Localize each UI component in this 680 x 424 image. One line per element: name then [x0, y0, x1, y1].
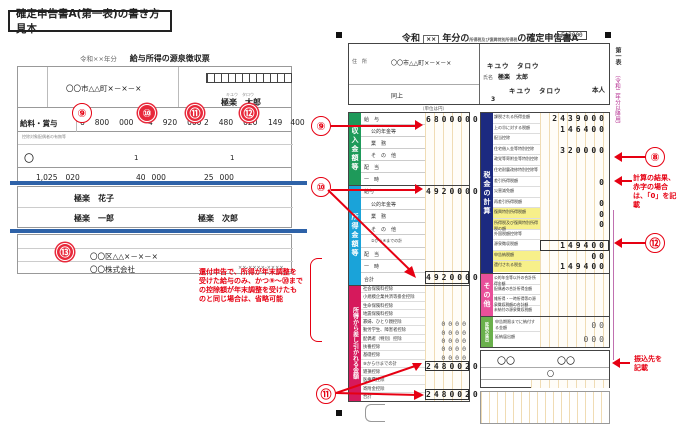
marker-9-slip: ⑨	[72, 103, 92, 123]
earnings-salary-value: 4920000	[426, 187, 481, 196]
marker-8: ⑧	[645, 147, 665, 167]
refund-bank-box[interactable]: 〇〇 〇〇 〇	[480, 350, 610, 388]
omit-bracket	[310, 258, 322, 342]
corner-mark	[605, 32, 611, 38]
page-title: 確定申告書A(第一表)の書き方見本	[8, 8, 172, 35]
arrow-11	[335, 363, 424, 400]
account-type-mark: 〇	[547, 370, 554, 378]
slip-family-block: 極楽 花子 極楽 一郎 極楽 次郎	[17, 186, 293, 228]
extension-rows: 申告期限までに納付する金額 延納届出額	[493, 317, 540, 347]
marker-10-slip: ⑩	[138, 104, 156, 122]
slip-dependents-row: 控除対象配偶者の有無等 〇 1 1	[17, 132, 293, 168]
income-salary-value: 6800000	[426, 115, 481, 124]
arrow-refund	[618, 362, 630, 364]
slip-heading: 令和××年分 給与所得の源泉徴収票	[80, 54, 210, 63]
income-section-label: 収入金額等	[349, 113, 361, 185]
note-deficit: 計算の結果、赤字の場合は、「0」を記載	[633, 174, 677, 209]
arrow-8	[620, 156, 646, 158]
slip-divider-band-2	[10, 229, 307, 233]
slip-id-boxes	[206, 73, 292, 83]
corner-mark	[336, 32, 342, 38]
slip-name: 極楽 太郎	[221, 98, 261, 107]
dependent2-name: 極楽 次郎	[198, 214, 238, 223]
form-code: FA2000	[557, 31, 587, 40]
form-title: 令和 ×× 年分の所得税及び復興特別所得税の確定申告書A	[402, 34, 579, 44]
taxable-income-value: 2439000	[552, 114, 607, 123]
payer-phone: ××-××××-××××	[238, 265, 284, 271]
earnings-total-value: 4920000	[426, 273, 481, 282]
arrow-10-b	[327, 189, 416, 278]
net-tax-value: 0	[599, 178, 607, 187]
slip-address-block: 〇〇市△△町×－×－× キユウ タロウ 極楽 太郎	[17, 66, 292, 108]
marker-12-slip: ⑫	[240, 104, 258, 122]
refund-amount-value: 149400	[560, 262, 607, 271]
earnings-rows: 給与 公的年金等 業 務 そ の 他 ②から④までの計 配 当 一 時 合計	[361, 185, 425, 285]
deduction-total-value: 2480020	[426, 390, 481, 399]
return-name: 氏名 極楽 太郎	[483, 74, 529, 81]
arrow-9	[331, 125, 419, 127]
arrow-deficit	[620, 180, 632, 182]
side-label-2: （令和二年分以降用）	[614, 72, 620, 127]
marker-10: ⑩	[311, 177, 331, 197]
income-rows: 給 与 公的年金等 業 務 そ の 他 配 当 一 時	[361, 113, 425, 185]
marker-9: ⑨	[311, 116, 331, 136]
other-section-label: その他	[481, 274, 493, 316]
side-label-1: 第一表	[614, 47, 621, 65]
slip-divider-band-1	[10, 181, 307, 185]
withholding-tax-value: 149400	[560, 241, 607, 250]
marker-13-slip: ⑬	[56, 243, 74, 261]
taxpayer-info-box: 住 所 〇〇市△△町×－×－× 同上 キユウ タロウ 氏名 極楽 太郎 キユウ …	[348, 43, 610, 105]
spouse-name: 極楽 花子	[74, 194, 114, 203]
housing-loan-credit-value: 320000	[560, 146, 607, 155]
tax-amount-value: 146400	[560, 125, 607, 134]
same-as-above: 同上	[391, 93, 404, 100]
payer-address: 〇〇区△△×－×－×	[90, 252, 158, 261]
tax-section-label: 税金の計算	[481, 113, 493, 273]
arrow-12	[620, 242, 646, 244]
office-use-box	[480, 391, 610, 424]
slip-address: 〇〇市△△町×－×－×	[66, 84, 142, 93]
corner-mark	[336, 410, 342, 416]
note-omit: 還付申告で、所得が年末調整を受けた給与のみ、かつ⑨～⑳までの控除額が年末調整を受…	[199, 268, 303, 303]
right-side-bracket	[613, 210, 614, 360]
tax-rows: 課税される所得金額 上の㉓に対する税額 配当控除 住宅借入金等特別控除 政党等寄…	[493, 113, 540, 273]
extension-section-label: 延納の届出	[481, 317, 493, 347]
arrow-10-a	[331, 189, 419, 191]
dependent1-name: 極楽 一郎	[74, 214, 114, 223]
marker-12: ⑫	[645, 233, 665, 253]
bank-name: 〇〇	[497, 357, 516, 367]
note-refund: 振込先を記載	[634, 355, 662, 372]
earnings-section-label: 所得金額等	[349, 185, 361, 285]
marker-11-slip: ⑪	[186, 104, 204, 122]
slip-payer-block: 〇〇区△△×－×－× 〇〇株式会社 ××-××××-××××	[17, 234, 293, 274]
return-address: 〇〇市△△町×－×－×	[391, 60, 452, 67]
marker-11: ⑪	[316, 384, 336, 404]
other-rows: 公的年金等以外の合計所得金額 配偶者の合計所得金額 雑所得・一時所得等の源泉徴収…	[493, 274, 540, 316]
deduction-subtotal-value: 2480020	[426, 362, 481, 371]
payer-name: 〇〇株式会社	[90, 265, 135, 274]
deductions-section-label: 所得から差し引かれる金額	[349, 285, 361, 401]
branch-name: 〇〇	[557, 357, 576, 367]
